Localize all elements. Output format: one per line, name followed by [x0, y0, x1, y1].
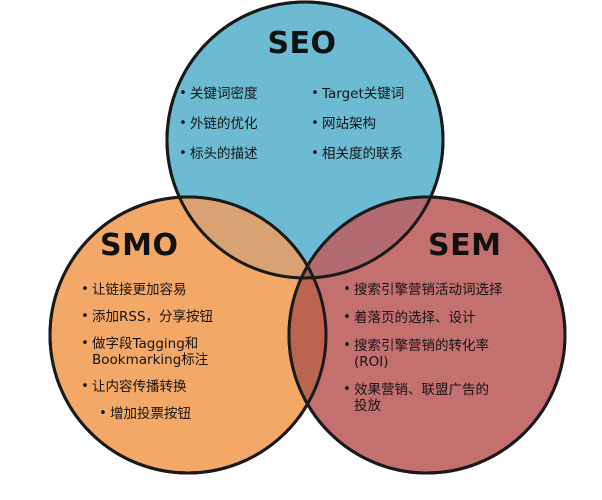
list-item-label: Target关键词: [322, 86, 405, 102]
bullet-icon: •: [179, 86, 187, 101]
list-item-label: 让内容传播转换: [92, 379, 187, 395]
list-item: • 让链接更加容易: [78, 282, 264, 298]
list-item: • 网站架构: [308, 116, 438, 132]
bullet-icon: •: [81, 336, 89, 351]
bullet-icon: •: [311, 116, 319, 131]
sem-title: SEM: [428, 228, 502, 263]
bullet-icon: •: [179, 116, 187, 131]
bullet-icon: •: [81, 379, 89, 394]
sem-bullets: • 搜索引擎营销活动词选择 • 着落页的选择、设计 • 搜索引擎营销的转化率 (…: [340, 282, 550, 426]
list-item: • 添加RSS，分享按钮: [78, 309, 264, 325]
list-item-label: 着落页的选择、设计: [354, 310, 476, 326]
circle-smo-outline: [48, 195, 328, 475]
list-item-label: 搜索引擎营销的转化率 (ROI): [354, 338, 489, 370]
list-item-label: 做字段Tagging和 Bookmarking标注: [92, 336, 209, 368]
list-item-label: 让链接更加容易: [92, 282, 187, 298]
bullet-icon: •: [343, 338, 351, 353]
list-item: • 让内容传播转换: [78, 379, 264, 395]
list-item-label: 添加RSS，分享按钮: [92, 309, 214, 325]
list-item-label: 搜索引擎营销活动词选择: [354, 282, 503, 298]
list-item: • 搜索引擎营销的转化率 (ROI): [340, 338, 550, 370]
list-item-label: 标头的描述: [190, 146, 258, 162]
smo-bullets: • 让链接更加容易 • 添加RSS，分享按钮 • 做字段Tagging和 Boo…: [78, 282, 264, 433]
circle-seo-outline: [165, 0, 445, 280]
list-item: • 关键词密度: [176, 86, 302, 102]
list-item: • 增加投票按钮: [78, 406, 264, 422]
list-item-label: 网站架构: [322, 116, 376, 132]
list-item-label: 关键词密度: [190, 86, 258, 102]
bullet-icon: •: [343, 310, 351, 325]
list-item-label: 外链的优化: [190, 116, 258, 132]
bullet-icon: •: [81, 282, 89, 297]
seo-bullets-right: • Target关键词 • 网站架构 • 相关度的联系: [308, 86, 438, 176]
list-item: • 相关度的联系: [308, 146, 438, 162]
seo-title: SEO: [267, 26, 337, 61]
bullet-icon: •: [99, 406, 107, 421]
overlap-seo-smo: [167, 197, 326, 278]
list-item: • Target关键词: [308, 86, 438, 102]
circle-sem-outline: [287, 195, 567, 475]
seo-bullet-columns: • 关键词密度 • 外链的优化 • 标头的描述 • Target关键词: [176, 86, 438, 176]
list-item: • 做字段Tagging和 Bookmarking标注: [78, 336, 264, 368]
bullet-icon: •: [343, 282, 351, 297]
bullet-icon: •: [311, 86, 319, 101]
list-item: • 搜索引擎营销活动词选择: [340, 282, 550, 298]
smo-title: SMO: [100, 228, 179, 263]
list-item-label: 效果营销、联盟广告的 投放: [354, 382, 489, 414]
list-item: • 标头的描述: [176, 146, 302, 162]
list-item: • 着落页的选择、设计: [340, 310, 550, 326]
list-item-label: 增加投票按钮: [110, 406, 191, 422]
bullet-icon: •: [81, 309, 89, 324]
list-item-label: 相关度的联系: [322, 146, 403, 162]
bullet-icon: •: [343, 382, 351, 397]
bullet-icon: •: [311, 146, 319, 161]
list-item: • 效果营销、联盟广告的 投放: [340, 382, 550, 414]
list-item: • 外链的优化: [176, 116, 302, 132]
bullet-icon: •: [179, 146, 187, 161]
seo-bullets-left: • 关键词密度 • 外链的优化 • 标头的描述: [176, 86, 302, 176]
